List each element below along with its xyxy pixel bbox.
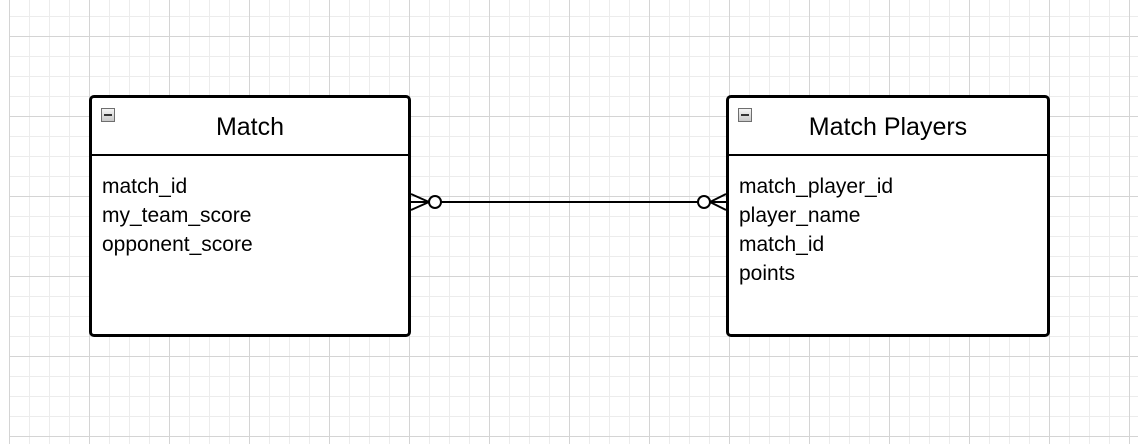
attribute-item[interactable]: opponent_score — [102, 233, 253, 256]
attribute-list: match_id my_team_score opponent_score — [102, 172, 253, 259]
entity-title: Match Players — [808, 113, 968, 141]
entity-match-players[interactable]: Match Players match_player_id player_nam… — [726, 95, 1050, 337]
entity-header: Match Players — [729, 98, 1047, 156]
attribute-item[interactable]: points — [739, 262, 796, 285]
attribute-item[interactable]: match_id — [739, 233, 825, 256]
canvas-margin — [0, 0, 9, 444]
entity-title: Match — [215, 113, 285, 141]
entity-match[interactable]: Match match_id my_team_score opponent_sc… — [89, 95, 411, 337]
attribute-list: match_player_id player_name match_id poi… — [739, 172, 893, 288]
entity-header: Match — [92, 98, 408, 156]
attribute-item[interactable]: player_name — [739, 204, 861, 227]
attribute-item[interactable]: match_player_id — [739, 175, 894, 198]
collapse-icon[interactable] — [738, 108, 752, 122]
collapse-icon[interactable] — [101, 108, 115, 122]
attribute-item[interactable]: my_team_score — [102, 204, 252, 227]
attribute-item[interactable]: match_id — [102, 175, 188, 198]
